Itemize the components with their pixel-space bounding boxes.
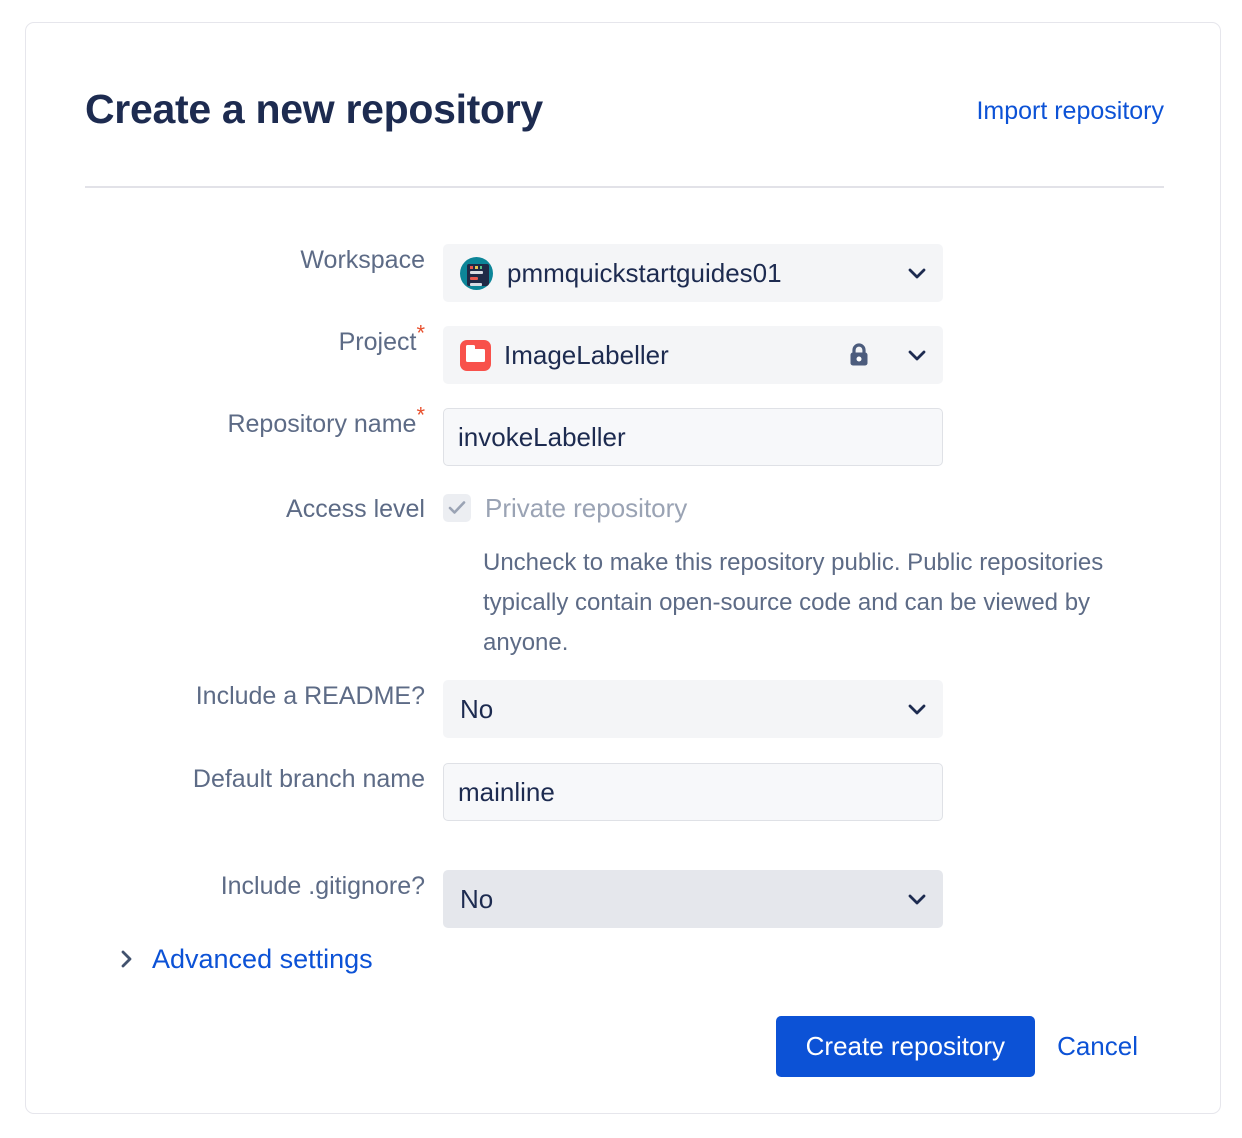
form-row-workspace: Workspace pmmquickstartguides01: [111, 244, 943, 302]
default-branch-input[interactable]: mainline: [443, 763, 943, 821]
chevron-down-icon: [906, 888, 928, 910]
repository-name-control: invokeLabeller: [443, 408, 943, 466]
project-label: Project*: [338, 320, 425, 356]
form-row-access-level: Access level Private repository: [111, 493, 687, 525]
access-level-control: Private repository: [443, 493, 687, 523]
workspace-control: pmmquickstartguides01: [443, 244, 943, 302]
access-level-label: Access level: [286, 495, 425, 523]
repository-name-input[interactable]: invokeLabeller: [443, 408, 943, 466]
include-readme-select[interactable]: No: [443, 680, 943, 738]
repository-name-required-mark: *: [416, 402, 425, 428]
private-repository-label: Private repository: [485, 493, 688, 523]
workspace-label: Workspace: [300, 246, 425, 274]
include-gitignore-select[interactable]: No: [443, 870, 943, 928]
form-footer: Create repository Cancel: [26, 1016, 1222, 1077]
form-row-repository-name: Repository name* invokeLabeller: [111, 402, 943, 466]
chevron-down-icon: [906, 262, 928, 284]
include-readme-value: No: [460, 694, 494, 724]
default-branch-control: mainline: [443, 763, 943, 821]
header-divider: [85, 186, 1164, 188]
lock-icon: [846, 341, 872, 369]
access-level-help-text: Uncheck to make this repository public. …: [483, 549, 1104, 656]
page-title: Create a new repository: [85, 86, 543, 132]
workspace-avatar-icon: [460, 256, 493, 290]
form-row-include-readme: Include a README? No: [111, 680, 943, 738]
chevron-down-icon: [906, 344, 928, 366]
create-repository-card: Create a new repository Import repositor…: [25, 22, 1221, 1114]
project-folder-icon: [460, 339, 491, 371]
project-value: ImageLabeller: [504, 340, 669, 370]
include-readme-label: Include a README?: [195, 682, 425, 710]
include-readme-control: No: [443, 680, 943, 738]
default-branch-label: Default branch name: [192, 765, 425, 793]
create-repository-button[interactable]: Create repository: [775, 1016, 1036, 1077]
card-header: Create a new repository Import repositor…: [85, 85, 1164, 187]
include-gitignore-control: No: [443, 870, 943, 928]
private-repository-checkbox[interactable]: [443, 494, 471, 522]
project-required-mark: *: [416, 320, 425, 346]
project-select[interactable]: ImageLabeller: [443, 326, 943, 384]
workspace-value: pmmquickstartguides01: [507, 258, 782, 288]
form-row-default-branch: Default branch name mainline: [111, 763, 943, 821]
include-gitignore-label: Include .gitignore?: [220, 872, 425, 900]
workspace-select[interactable]: pmmquickstartguides01: [443, 244, 943, 302]
include-gitignore-value: No: [460, 884, 494, 914]
form-row-include-gitignore: Include .gitignore? No: [111, 870, 943, 928]
cancel-button[interactable]: Cancel: [1057, 1031, 1138, 1061]
advanced-settings-toggle[interactable]: Advanced settings: [118, 943, 373, 975]
repository-name-label: Repository name*: [227, 402, 425, 438]
form-row-project: Project* ImageLabeller: [111, 320, 943, 384]
project-control: ImageLabeller: [443, 326, 943, 384]
advanced-settings-label: Advanced settings: [152, 944, 373, 974]
chevron-down-icon: [906, 698, 928, 720]
import-repository-link[interactable]: Import repository: [976, 97, 1164, 125]
chevron-right-icon: [118, 948, 136, 970]
